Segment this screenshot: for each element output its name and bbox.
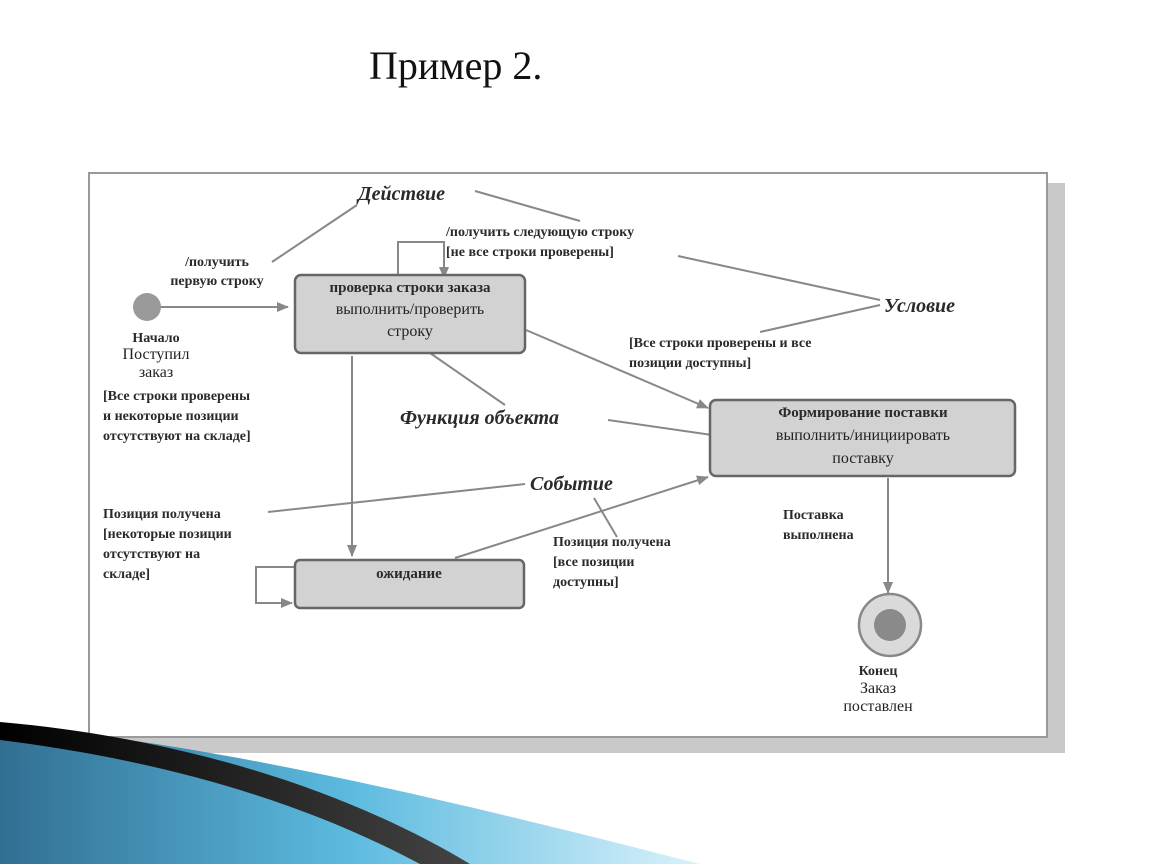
svg-text:Поступил: Поступил (123, 346, 190, 363)
svg-text:складе]: складе] (103, 567, 150, 582)
check-to-form-arrow (525, 329, 709, 409)
annotation-connectors (267, 190, 881, 538)
label-all-available: [Все строки проверены и все позиции дост… (629, 336, 811, 371)
svg-text:[некоторые позиции: [некоторые позиции (103, 527, 232, 542)
state-form-delivery: Формирование поставки выполнить/иницииро… (708, 398, 1017, 478)
svg-text:[не все строки проверены]: [не все строки проверены] (446, 245, 614, 260)
state-form-line-3: поставку (832, 450, 893, 467)
wait-to-form-arrow (454, 475, 709, 559)
state-check-order-line: проверка строки заказа выполнить/провери… (293, 273, 527, 355)
svg-text:Заказ: Заказ (860, 680, 896, 697)
start-node (133, 293, 161, 321)
end-node (857, 592, 923, 658)
annotation-action: Действие (356, 183, 445, 205)
svg-text:отсутствуют на складе]: отсутствуют на складе] (103, 429, 251, 444)
corner-swoosh-decoration (0, 722, 700, 864)
svg-text:отсутствуют на: отсутствуют на (103, 547, 200, 562)
state-check-line-3: строку (387, 323, 433, 340)
state-form-line-1: Формирование поставки (778, 405, 948, 421)
state-check-line-2: выполнить/проверить (336, 301, 484, 318)
label-delivered: Поставка выполнена (783, 508, 854, 543)
label-get-next-line: /получить следующую строку [не все строк… (445, 225, 634, 260)
svg-text:Позиция получена: Позиция получена (553, 535, 671, 550)
self-loop-check-arrow (397, 241, 449, 279)
end-label: Конец Заказ поставлен (843, 664, 913, 715)
self-loop-wait-arrow (255, 566, 295, 608)
svg-text:[все позиции: [все позиции (553, 555, 634, 570)
start-label: Начало Поступил заказ (123, 331, 190, 381)
state-check-line-1: проверка строки заказа (330, 280, 491, 296)
svg-text:Позиция получена: Позиция получена (103, 507, 221, 522)
svg-text:позиции доступны]: позиции доступны] (629, 356, 751, 371)
svg-text:доступны]: доступны] (553, 575, 619, 590)
svg-text:Конец: Конец (859, 664, 898, 679)
transitions (150, 241, 893, 608)
svg-text:поставлен: поставлен (843, 698, 913, 715)
svg-text:[Все строки проверены: [Все строки проверены (103, 389, 250, 404)
label-received-all: Позиция получена [все позиции доступны] (553, 535, 671, 590)
svg-text:первую строку: первую строку (170, 274, 263, 289)
state-form-line-2: выполнить/инициировать (776, 427, 950, 444)
svg-text:[Все строки проверены и все: [Все строки проверены и все (629, 336, 811, 351)
svg-text:заказ: заказ (139, 364, 173, 381)
svg-text:и некоторые позиции: и некоторые позиции (103, 409, 239, 424)
svg-text:Начало: Начало (132, 331, 179, 346)
state-waiting: ожидание (293, 558, 526, 610)
label-get-first-line: /получить первую строку (170, 255, 263, 289)
svg-text:/получить следующую строку: /получить следующую строку (445, 225, 634, 240)
label-some-missing: [Все строки проверены и некоторые позици… (103, 389, 251, 444)
annotation-condition: Условие (884, 295, 955, 317)
svg-text:Поставка: Поставка (783, 508, 844, 523)
svg-text:/получить: /получить (184, 255, 249, 270)
annotation-object-function: Функция объекта (400, 407, 559, 429)
slide-title: Пример 2. (369, 43, 543, 88)
state-wait-line-1: ожидание (376, 566, 442, 582)
label-received-some: Позиция получена [некоторые позиции отсу… (103, 507, 232, 582)
svg-text:выполнена: выполнена (783, 528, 854, 543)
annotation-event: Событие (530, 473, 613, 495)
